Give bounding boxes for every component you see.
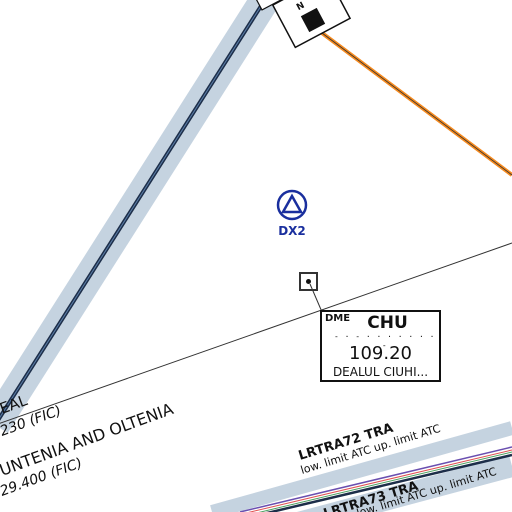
dme-ident: CHU bbox=[367, 313, 408, 333]
tra-line-dark bbox=[265, 453, 512, 512]
boundary-edge-line bbox=[317, 29, 512, 176]
fir-boundary-line bbox=[0, 242, 512, 424]
dme-info-box[interactable]: DME CHU - · - · · · · · · · - 109.20 DEA… bbox=[320, 310, 441, 382]
dme-leader-line bbox=[309, 283, 323, 313]
dme-station-symbol[interactable] bbox=[299, 272, 318, 291]
dme-morse-code: - · - · · · · · · · - bbox=[333, 332, 435, 350]
top-box-fragment: N bbox=[295, 1, 306, 13]
waypoint-dx2[interactable] bbox=[276, 189, 308, 221]
dme-frequency: 109.20 bbox=[349, 343, 412, 364]
waypoint-triangle-icon bbox=[280, 193, 304, 214]
airway-centerline-inner bbox=[0, 0, 266, 419]
fir-lower-name: UNTENIA AND OLTENIA bbox=[0, 399, 176, 480]
tra-line-purple bbox=[239, 446, 512, 512]
airway-band bbox=[0, 0, 281, 434]
tra-line-red bbox=[248, 449, 512, 512]
tra-line-green bbox=[258, 451, 512, 512]
waypoint-label: DX2 bbox=[278, 224, 306, 238]
tra-band-72 bbox=[210, 421, 512, 512]
tra-band-73 bbox=[296, 455, 512, 512]
dme-tag: DME bbox=[325, 313, 351, 324]
top-route-box[interactable]: C N bbox=[255, 0, 352, 49]
dme-station-name: DEALUL CIUHI... bbox=[332, 365, 429, 379]
